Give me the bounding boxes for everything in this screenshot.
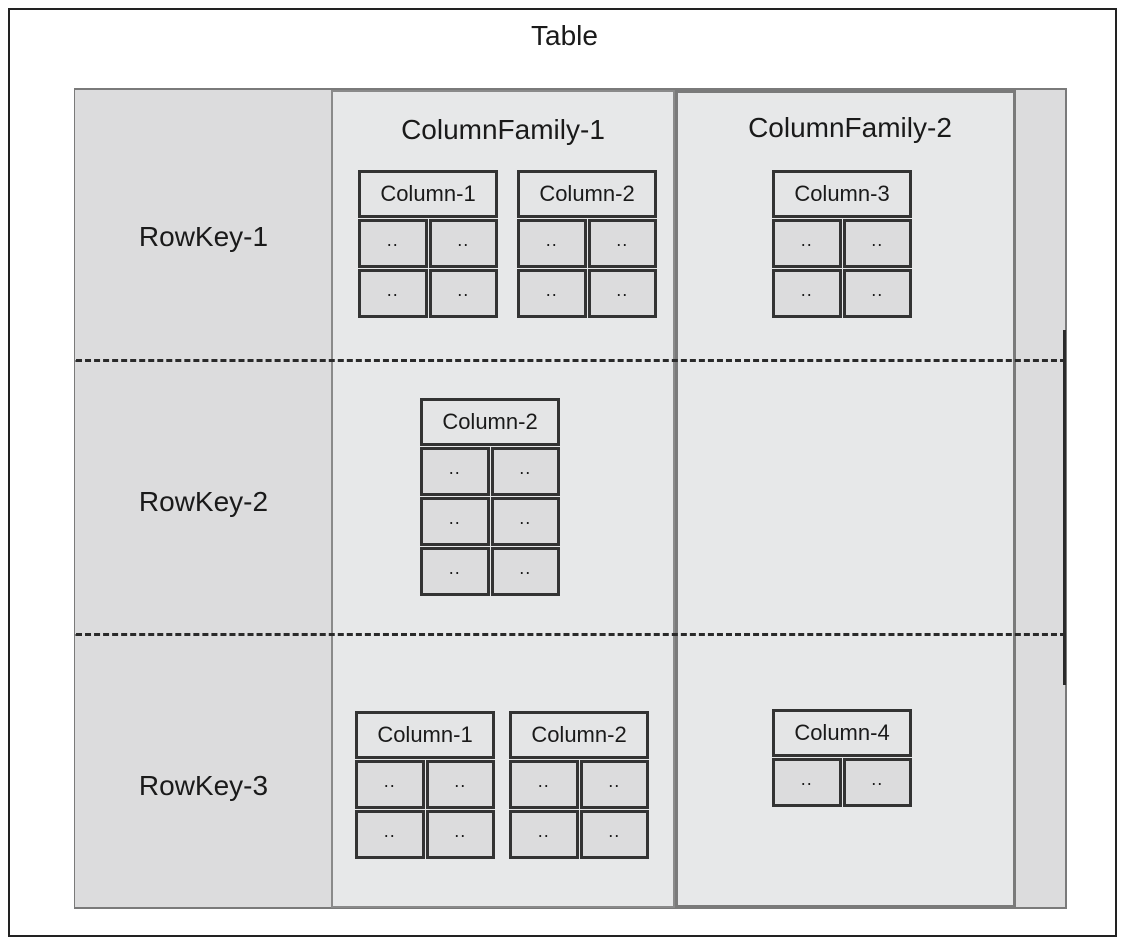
column-header: Column-4 bbox=[772, 709, 912, 757]
cell: .. bbox=[772, 758, 842, 807]
cell: .. bbox=[428, 269, 498, 318]
column-block: Column-1 .. .. .. .. bbox=[355, 711, 495, 859]
cell: .. bbox=[587, 219, 657, 268]
cell: .. bbox=[355, 810, 425, 859]
cell-row: .. .. bbox=[358, 269, 498, 318]
cell: .. bbox=[420, 547, 490, 596]
column-block: Column-3 .. .. .. .. bbox=[772, 170, 912, 318]
column-block: Column-1 .. .. .. .. bbox=[358, 170, 498, 318]
cell-row: .. .. bbox=[517, 269, 657, 318]
cell-row: .. .. bbox=[772, 269, 912, 318]
cell-row: .. .. bbox=[509, 760, 649, 809]
column-header: Column-1 bbox=[355, 711, 495, 759]
table-title: Table bbox=[531, 20, 598, 51]
column-block: Column-2 .. .. .. .. bbox=[517, 170, 657, 318]
cell-row: .. .. bbox=[772, 758, 912, 807]
cell: .. bbox=[517, 219, 587, 268]
column-header: Column-3 bbox=[772, 170, 912, 218]
cell-row: .. .. bbox=[772, 219, 912, 268]
cell: .. bbox=[358, 269, 428, 318]
cell: .. bbox=[355, 760, 425, 809]
cell: .. bbox=[425, 810, 495, 859]
cell: .. bbox=[579, 810, 649, 859]
row-separator-2 bbox=[76, 633, 1066, 636]
column-family-2-title: ColumnFamily-2 bbox=[748, 112, 952, 143]
column-header: Column-2 bbox=[517, 170, 657, 218]
cell-row: .. .. bbox=[355, 810, 495, 859]
cell-row: .. .. bbox=[420, 547, 560, 596]
cell-row: .. .. bbox=[358, 219, 498, 268]
cell: .. bbox=[509, 810, 579, 859]
cell: .. bbox=[420, 447, 490, 496]
cell: .. bbox=[772, 219, 842, 268]
cell: .. bbox=[490, 497, 560, 546]
cell: .. bbox=[517, 269, 587, 318]
column-block: Column-2 .. .. .. .. .. .. bbox=[420, 398, 560, 596]
rowkey-label-2: RowKey-2 bbox=[138, 486, 269, 517]
cell: .. bbox=[490, 447, 560, 496]
column-block: Column-2 .. .. .. .. bbox=[509, 711, 649, 859]
cell: .. bbox=[428, 219, 498, 268]
cell: .. bbox=[579, 760, 649, 809]
column-block: Column-4 .. .. bbox=[772, 709, 912, 807]
cell: .. bbox=[842, 219, 912, 268]
column-header: Column-1 bbox=[358, 170, 498, 218]
cell: .. bbox=[420, 497, 490, 546]
cell: .. bbox=[842, 758, 912, 807]
cell: .. bbox=[842, 269, 912, 318]
cell-row: .. .. bbox=[420, 447, 560, 496]
right-edge-line bbox=[1063, 330, 1066, 685]
cell: .. bbox=[772, 269, 842, 318]
rowkey-cell-3: RowKey-3 bbox=[75, 636, 332, 907]
rowkey-cell-2: RowKey-2 bbox=[75, 362, 332, 634]
column-family-1-title: ColumnFamily-1 bbox=[401, 114, 605, 145]
cell-row: .. .. bbox=[420, 497, 560, 546]
column-header: Column-2 bbox=[509, 711, 649, 759]
column-header: Column-2 bbox=[420, 398, 560, 446]
cell: .. bbox=[358, 219, 428, 268]
cell: .. bbox=[490, 547, 560, 596]
rowkey-label-3: RowKey-3 bbox=[138, 770, 269, 801]
cell-row: .. .. bbox=[509, 810, 649, 859]
cell: .. bbox=[509, 760, 579, 809]
rowkey-cell-1: RowKey-1 bbox=[75, 90, 332, 360]
cell-row: .. .. bbox=[355, 760, 495, 809]
cell-row: .. .. bbox=[517, 219, 657, 268]
row-separator-1 bbox=[76, 359, 1066, 362]
rowkey-label-1: RowKey-1 bbox=[138, 221, 269, 252]
cell: .. bbox=[425, 760, 495, 809]
cell: .. bbox=[587, 269, 657, 318]
